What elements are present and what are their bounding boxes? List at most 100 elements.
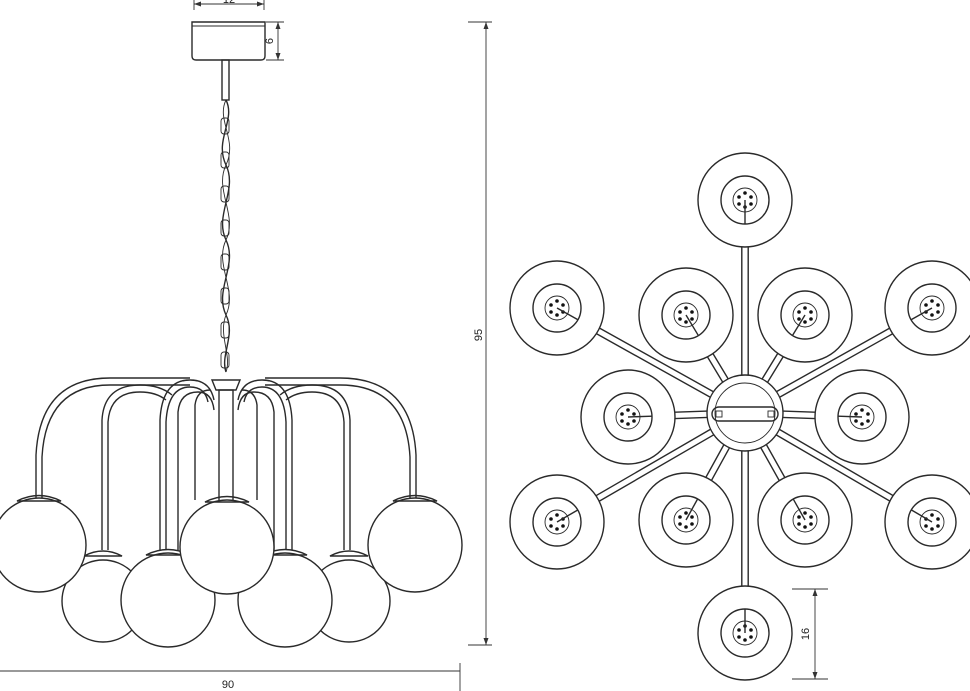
socket-pin bbox=[549, 524, 553, 528]
globe-diameter-dimension: 16 bbox=[792, 588, 828, 680]
socket-pin bbox=[684, 306, 688, 310]
top-view-globes bbox=[509, 152, 970, 681]
socket-pin bbox=[809, 515, 813, 519]
top-view-globe bbox=[638, 472, 734, 568]
front-row-globes bbox=[0, 494, 463, 595]
socket-pin bbox=[620, 412, 624, 416]
socket-pin bbox=[809, 317, 813, 321]
globe-diameter-label: 16 bbox=[800, 628, 812, 640]
globe-socket bbox=[792, 507, 818, 533]
top-view: 16 bbox=[509, 152, 970, 681]
canopy-width-dimension: 12 bbox=[193, 0, 265, 10]
arm-end bbox=[792, 498, 806, 521]
top-view-globe bbox=[697, 152, 793, 248]
socket-pin bbox=[809, 310, 813, 314]
socket-pin bbox=[936, 524, 940, 528]
socket-pin bbox=[866, 412, 870, 416]
total-height-dimension: 95 bbox=[468, 21, 492, 646]
socket-pin bbox=[632, 419, 636, 423]
globe-holder bbox=[780, 495, 830, 545]
arm-end bbox=[685, 498, 699, 521]
globe-holder bbox=[780, 290, 830, 340]
socket-pin bbox=[549, 517, 553, 521]
top-view-globe bbox=[884, 260, 970, 356]
top-view-globe bbox=[757, 472, 853, 568]
top-view-globe bbox=[509, 260, 605, 356]
socket-pin bbox=[555, 513, 559, 517]
globe-holder bbox=[837, 392, 887, 442]
globe-socket bbox=[673, 507, 699, 533]
socket-pin bbox=[684, 525, 688, 529]
top-view-globe bbox=[509, 474, 605, 570]
globe-socket bbox=[919, 295, 945, 321]
socket-pin bbox=[930, 513, 934, 517]
globe-outline bbox=[884, 260, 970, 356]
globe-holder bbox=[603, 392, 653, 442]
globe-outline bbox=[884, 474, 970, 570]
globe-holder bbox=[661, 290, 711, 340]
socket-pin bbox=[924, 524, 928, 528]
socket-pin bbox=[678, 515, 682, 519]
socket-pin bbox=[632, 412, 636, 416]
socket-pin bbox=[936, 517, 940, 521]
socket-pin bbox=[555, 527, 559, 531]
arm-end bbox=[910, 509, 933, 523]
top-view-globe bbox=[580, 369, 676, 465]
canopy-height-dimension: 6 bbox=[264, 21, 284, 61]
socket-pin bbox=[690, 317, 694, 321]
total-width-label: 90 bbox=[222, 679, 234, 691]
socket-pin bbox=[690, 522, 694, 526]
socket-pin bbox=[626, 422, 630, 426]
arm-end bbox=[556, 307, 579, 321]
side-view: 12 6 bbox=[0, 0, 492, 691]
socket-pin bbox=[678, 522, 682, 526]
socket-pin bbox=[678, 317, 682, 321]
arm-end bbox=[791, 314, 806, 336]
socket-pin bbox=[936, 303, 940, 307]
top-view-globe bbox=[757, 267, 853, 363]
socket-pin bbox=[749, 628, 753, 632]
socket-pin bbox=[797, 515, 801, 519]
globe-holder bbox=[532, 497, 582, 547]
globe-socket bbox=[544, 509, 570, 535]
socket-pin bbox=[684, 511, 688, 515]
top-view-globe bbox=[697, 585, 793, 681]
socket-pin bbox=[737, 202, 741, 206]
socket-pin bbox=[684, 320, 688, 324]
globe-holder bbox=[907, 283, 957, 333]
socket-pin bbox=[678, 310, 682, 314]
socket-pin bbox=[555, 299, 559, 303]
globe-socket bbox=[792, 302, 818, 328]
socket-pin bbox=[620, 419, 624, 423]
socket-pin bbox=[749, 635, 753, 639]
side-arms bbox=[35, 377, 417, 550]
socket-pin bbox=[555, 313, 559, 317]
globe-socket bbox=[919, 509, 945, 535]
socket-pin bbox=[860, 408, 864, 412]
socket-pin bbox=[549, 303, 553, 307]
socket-pin bbox=[924, 303, 928, 307]
socket-pin bbox=[797, 317, 801, 321]
arm-end bbox=[685, 314, 699, 336]
globe-holder bbox=[532, 283, 582, 333]
socket-pin bbox=[854, 412, 858, 416]
socket-pin bbox=[561, 524, 565, 528]
total-width-dimension: 90 bbox=[0, 663, 461, 691]
suspension-chain bbox=[220, 59, 231, 373]
socket-pin bbox=[797, 522, 801, 526]
globe-socket bbox=[673, 302, 699, 328]
socket-pin bbox=[737, 628, 741, 632]
socket-pin bbox=[749, 202, 753, 206]
socket-pin bbox=[803, 320, 807, 324]
socket-pin bbox=[930, 527, 934, 531]
socket-pin bbox=[737, 195, 741, 199]
arm-end bbox=[837, 415, 863, 418]
socket-pin bbox=[930, 299, 934, 303]
socket-pin bbox=[803, 306, 807, 310]
socket-pin bbox=[930, 313, 934, 317]
arm-end bbox=[556, 509, 579, 523]
socket-pin bbox=[549, 310, 553, 314]
top-view-globe bbox=[884, 474, 970, 570]
globe-holder bbox=[907, 497, 957, 547]
